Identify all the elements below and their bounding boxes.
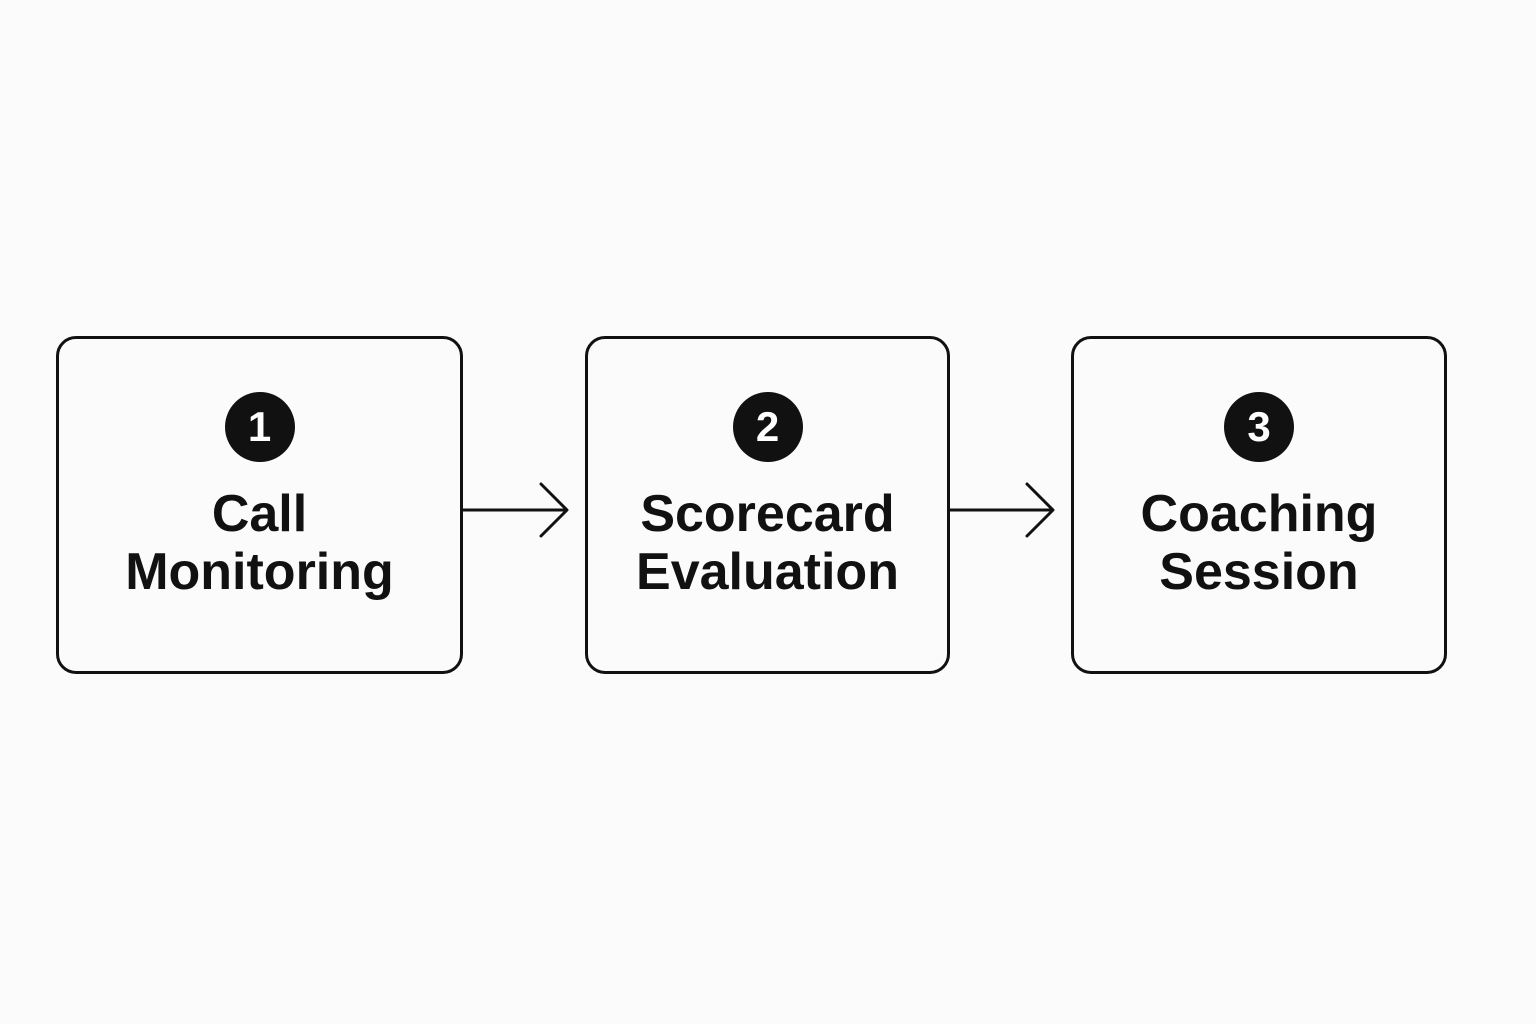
step-box-coaching-session: 3 Coaching Session <box>1071 336 1447 674</box>
step-title: Call Monitoring <box>59 485 460 601</box>
arrow-right-icon <box>463 482 569 538</box>
step-number-badge: 1 <box>224 392 295 462</box>
step-box-call-monitoring: 1 Call Monitoring <box>56 336 463 674</box>
step-title-line: Evaluation <box>636 543 899 601</box>
step-title: Scorecard Evaluation <box>588 485 947 601</box>
step-title-line: Session <box>1159 543 1359 601</box>
step-title-line: Call <box>211 485 308 543</box>
step-title-line: Monitoring <box>125 543 394 601</box>
step-number-badge: 3 <box>1224 392 1294 462</box>
arrow-right-icon <box>950 482 1055 538</box>
step-number-badge: 2 <box>732 392 803 462</box>
step-title-line: Coaching <box>1140 485 1378 543</box>
step-title: Coaching Session <box>1074 485 1444 601</box>
step-box-scorecard-evaluation: 2 Scorecard Evaluation <box>585 336 950 674</box>
step-title-line: Scorecard <box>640 485 895 543</box>
